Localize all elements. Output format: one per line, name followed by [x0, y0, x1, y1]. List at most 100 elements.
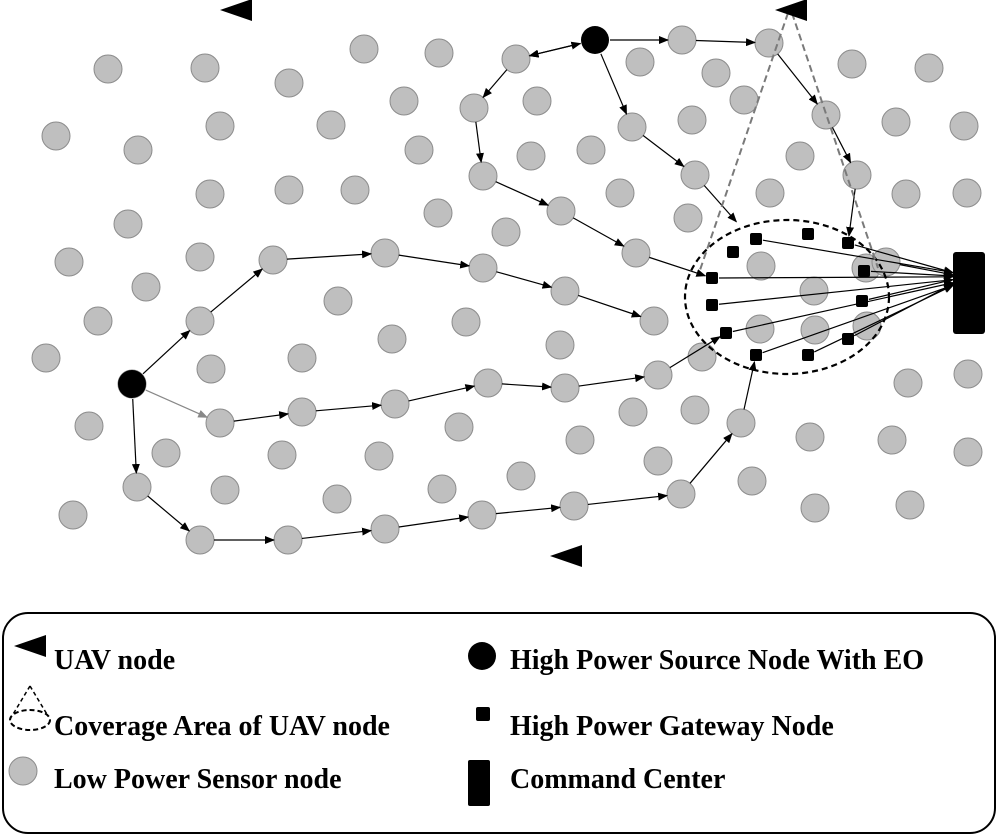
sensor-node	[559, 491, 589, 521]
legend-command-label: Command Center	[510, 764, 726, 795]
gateway-node	[856, 295, 868, 307]
sensor-node	[891, 179, 921, 209]
sensor-node	[745, 314, 775, 344]
legend-uav-icon	[14, 635, 46, 657]
sensor-node	[639, 306, 669, 336]
gateway-node	[802, 349, 814, 361]
legend-coverage-icon	[9, 685, 51, 731]
uav-node	[550, 545, 582, 567]
sensor-node	[196, 354, 226, 384]
route-arrow	[642, 135, 685, 168]
sensor-node	[522, 86, 552, 116]
sensor-node	[576, 135, 606, 165]
route-arrow	[854, 244, 955, 275]
sensor-node	[795, 422, 825, 452]
sensor-node	[799, 276, 829, 306]
sensor-node	[755, 178, 785, 208]
route-arrow	[210, 268, 264, 313]
legend-source-icon	[468, 642, 496, 670]
sensor-node	[949, 111, 979, 141]
sensor-node	[605, 178, 635, 208]
sensor-node	[205, 111, 235, 141]
sensor-node	[680, 395, 710, 425]
sensor-node	[673, 203, 703, 233]
route-arrow	[495, 181, 550, 206]
sensor-node	[349, 34, 379, 64]
uav-beam-left	[699, 12, 789, 271]
route-arrow	[142, 329, 191, 375]
sensor-node	[737, 466, 767, 496]
sensor-node	[545, 330, 575, 360]
route-arrow	[831, 127, 852, 164]
gateway-node	[750, 233, 762, 245]
sensor-node	[322, 484, 352, 514]
sensor-node	[74, 411, 104, 441]
sensor-node	[953, 359, 983, 389]
sensor-node	[287, 343, 317, 373]
route-arrow	[315, 401, 383, 412]
source-node	[581, 26, 609, 54]
sensor-node	[895, 490, 925, 520]
sensor-node	[41, 121, 71, 151]
route-arrow	[528, 41, 582, 58]
command-center	[953, 252, 985, 334]
sensor-node	[468, 253, 498, 283]
route-arrow	[649, 256, 707, 277]
sensor-node	[185, 306, 215, 336]
route-arrow	[853, 283, 955, 337]
sensor-node	[185, 525, 215, 555]
uav-beam-right	[791, 12, 879, 269]
route-arrow	[870, 270, 955, 280]
sensor-node	[323, 286, 353, 316]
route-arrow	[398, 514, 470, 528]
sensor-node	[467, 500, 497, 530]
sensor-node	[205, 408, 235, 438]
route-arrow	[482, 69, 508, 99]
sensor-node	[459, 93, 489, 123]
sensor-node	[473, 368, 503, 398]
sensor-node	[267, 440, 297, 470]
route-arrow	[695, 38, 757, 47]
sensor-node	[881, 107, 911, 137]
sensor-node	[754, 28, 784, 58]
route-arrow	[732, 280, 955, 333]
sensor-node	[550, 373, 580, 403]
gateway-node	[858, 265, 870, 277]
sensor-node	[546, 196, 576, 226]
legend-box	[2, 612, 996, 834]
sensor-node	[380, 389, 410, 419]
sensor-node	[451, 307, 481, 337]
sensor-node	[364, 441, 394, 471]
sensor-node	[195, 179, 225, 209]
sensor-node	[643, 446, 673, 476]
sensor-node	[667, 25, 697, 55]
gateway-node	[706, 299, 718, 311]
route-arrow	[496, 271, 553, 289]
sensor-node	[893, 368, 923, 398]
sensor-node	[811, 100, 841, 130]
sensor-node	[190, 53, 220, 83]
sensor-node	[726, 408, 756, 438]
legend-sensor-icon	[8, 756, 38, 786]
source-node	[118, 370, 146, 398]
route-arrow	[762, 284, 955, 354]
sensor-node	[618, 397, 648, 427]
route-arrow	[762, 239, 955, 275]
sensor-node	[404, 135, 434, 165]
route-arrow	[398, 254, 471, 269]
sensor-node	[785, 141, 815, 171]
sensor-node	[340, 175, 370, 205]
sensor-node	[877, 425, 907, 455]
sensor-node	[643, 360, 673, 390]
sensor-node	[58, 500, 88, 530]
route-arrow	[899, 264, 955, 278]
sensor-node	[506, 461, 536, 491]
sensor-node	[83, 306, 113, 336]
sensor-node	[274, 68, 304, 98]
uav-beam-group	[683, 12, 891, 376]
route-arrow	[718, 272, 954, 281]
sensor-node	[424, 38, 454, 68]
sensor-node	[316, 110, 346, 140]
sensor-node	[501, 44, 531, 74]
sensor-node	[565, 425, 595, 455]
